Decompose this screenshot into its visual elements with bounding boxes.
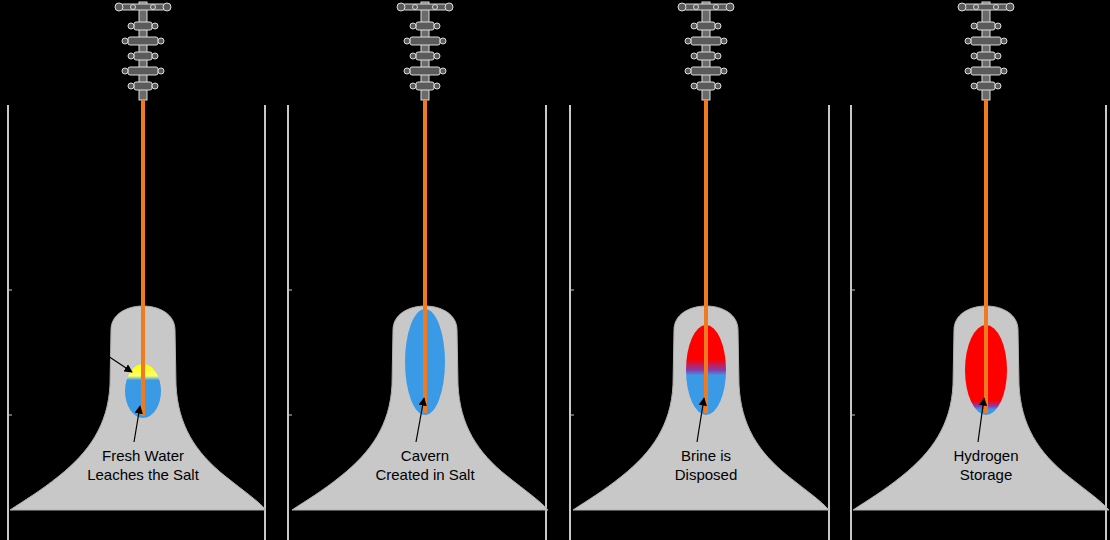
well-pipe	[984, 100, 988, 413]
frame-line	[7, 105, 9, 540]
wellhead	[678, 2, 734, 100]
tick	[570, 290, 574, 291]
leader-arrow	[105, 354, 132, 372]
tick	[8, 290, 12, 291]
salt-dome	[573, 306, 829, 510]
wellhead	[397, 2, 453, 100]
leader-arrow	[978, 398, 984, 442]
tick	[570, 415, 574, 416]
frame-line	[545, 105, 547, 540]
stage-label: Hydrogen Storage	[945, 446, 1027, 484]
tick	[851, 415, 855, 416]
well-pipe	[423, 100, 427, 413]
salt-dome	[292, 306, 548, 510]
frame-line	[828, 105, 830, 540]
frame-line	[569, 105, 571, 540]
stage-label: Fresh Water Leaches the Salt	[83, 446, 203, 484]
frame-line	[264, 105, 266, 540]
leader-arrow	[697, 398, 704, 442]
well-pipe	[704, 100, 708, 413]
tick	[288, 415, 292, 416]
leader-arrow	[416, 398, 424, 442]
pipes	[143, 100, 986, 416]
tick	[851, 290, 855, 291]
well-pipe	[141, 100, 145, 416]
salt-domes	[10, 306, 1109, 510]
frame-line	[1105, 105, 1107, 540]
tick	[288, 290, 292, 291]
stage-label: Cavern Created in Salt	[374, 446, 477, 484]
salt-dome	[853, 306, 1109, 510]
wellheads	[115, 2, 1014, 100]
salt-dome	[10, 306, 266, 510]
leader-arrow	[134, 406, 140, 442]
wellhead	[958, 2, 1014, 100]
frame-line	[287, 105, 289, 540]
stage-label: Brine is Disposed	[661, 446, 751, 484]
frame-line	[850, 105, 852, 540]
wellhead	[115, 2, 171, 100]
tick	[8, 415, 12, 416]
